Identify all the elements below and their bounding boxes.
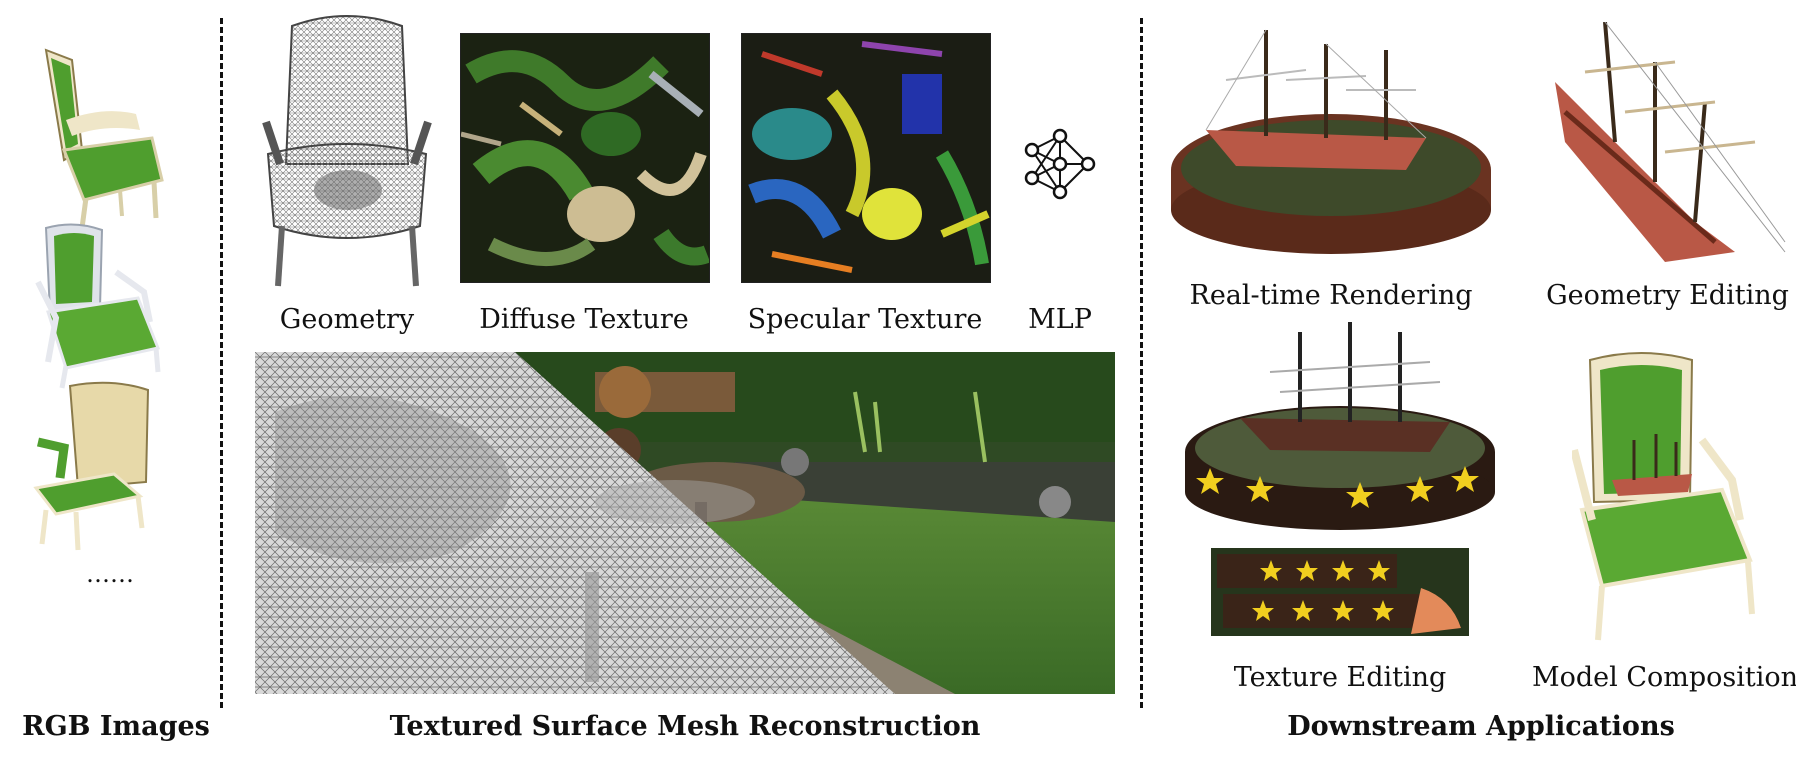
geometry-label: Geometry [279, 304, 415, 335]
rgb-images-title: RGB Images [22, 711, 210, 742]
right-divider [1140, 18, 1143, 708]
texture-editing-image [1185, 322, 1495, 530]
texture-editing-label: Texture Editing [1233, 662, 1447, 693]
input-chair-image-1 [44, 48, 164, 229]
realtime-rendering-image [1171, 29, 1491, 254]
more-images-ellipsis: …… [86, 560, 134, 588]
diffuse-texture-label: Diffuse Texture [479, 304, 689, 335]
mlp-label: MLP [1028, 304, 1092, 335]
rgb-images-panel: …… [0, 0, 210, 757]
edited-texture-atlas [1211, 548, 1469, 636]
mlp-network-icon [1024, 128, 1096, 200]
reconstruction-title: Textured Surface Mesh Reconstruction [389, 711, 981, 742]
left-divider [220, 18, 223, 708]
garden-reconstruction-scene [255, 352, 1115, 694]
geometry-mesh-chair [262, 15, 432, 287]
specular-texture-image [741, 33, 991, 283]
geometry-editing-label: Geometry Editing [1546, 280, 1789, 311]
geometry-editing-image [1555, 22, 1786, 262]
diffuse-texture-image [460, 33, 710, 283]
input-chair-image-3 [33, 381, 150, 551]
input-chair-image-2 [35, 223, 161, 389]
realtime-rendering-label: Real-time Rendering [1189, 280, 1473, 311]
model-composition-image [1572, 352, 1755, 641]
downstream-applications-title: Downstream Applications [1287, 711, 1675, 742]
specular-texture-label: Specular Texture [747, 304, 983, 335]
model-composition-label: Model Composition [1532, 662, 1796, 693]
